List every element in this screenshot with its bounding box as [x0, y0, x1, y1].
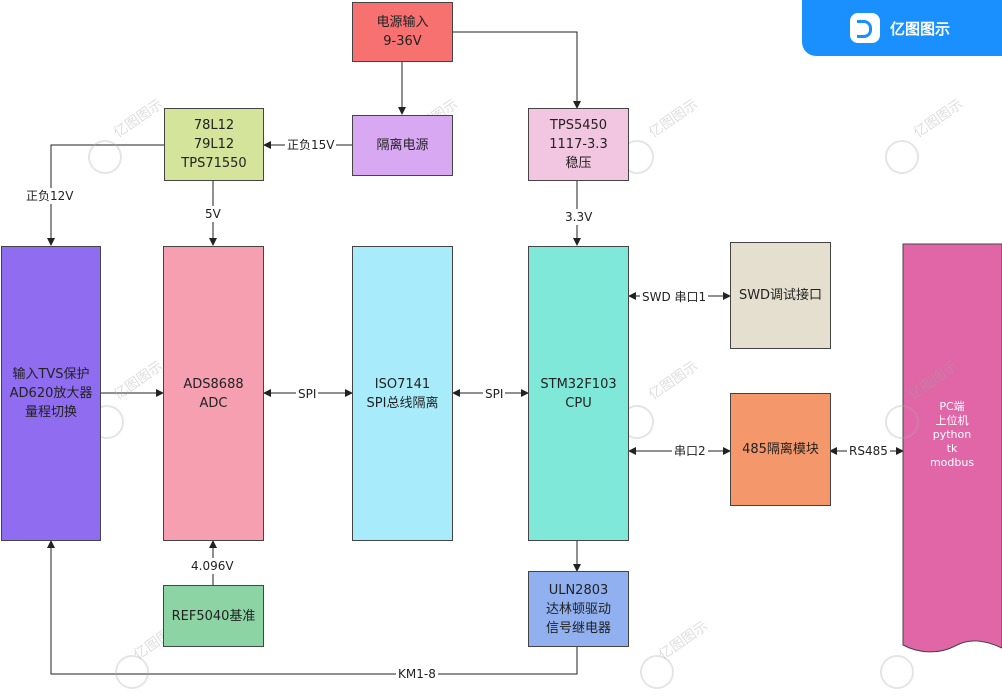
ads8688-adc-block[interactable]: ADS8688 ADC: [163, 246, 264, 541]
label-uart2: 串口2: [672, 443, 708, 459]
rs485-isolation-block[interactable]: 485隔离模块: [730, 393, 831, 506]
wire-regulators-to-input-stage: [47, 144, 164, 246]
iso7141-spi-isolation-block[interactable]: ISO7141 SPI总线隔离: [352, 246, 453, 541]
ref5040-reference-block[interactable]: REF5040基准: [163, 585, 264, 647]
power-input-block[interactable]: 电源输入 9-36V: [352, 2, 453, 62]
brand-name: 亿图图示: [890, 19, 951, 38]
stm32-cpu-block[interactable]: STM32F103 CPU: [528, 246, 629, 541]
label-pm12v: 正负12V: [24, 188, 76, 204]
label-pm15v: 正负15V: [285, 137, 337, 153]
label-ref-voltage: 4.096V: [189, 558, 236, 574]
label-3v3: 3.3V: [563, 209, 595, 225]
edraw-logo-icon: [850, 13, 880, 43]
pc-terminal-label[interactable]: PC端 上位机 python tk modbus: [929, 400, 975, 469]
label-swd-uart1: SWD 串口1: [640, 289, 709, 305]
brand-badge[interactable]: 亿图图示: [802, 0, 1002, 56]
tps5450-regulator-block[interactable]: TPS5450 1117-3.3 稳压: [528, 108, 629, 181]
linear-regulators-block[interactable]: 78L12 79L12 TPS71550: [164, 108, 264, 181]
label-rs485: RS485: [847, 443, 890, 459]
label-km1-8: KM1-8: [396, 666, 438, 682]
label-5v: 5V: [203, 206, 223, 222]
isolated-power-block[interactable]: 隔离电源: [352, 115, 453, 176]
label-spi-right: SPI: [483, 386, 506, 402]
input-stage-block[interactable]: 输入TVS保护 AD620放大器 量程切换: [1, 246, 101, 541]
wire-input-to-tps5450: [453, 31, 581, 109]
wire-uln-feedback: [47, 540, 578, 675]
uln2803-driver-block[interactable]: ULN2803 达林顿驱动 信号继电器: [528, 571, 629, 647]
swd-debug-block[interactable]: SWD调试接口: [730, 242, 831, 349]
label-spi-left: SPI: [296, 386, 319, 402]
pc-terminal-shape: [902, 243, 1002, 653]
